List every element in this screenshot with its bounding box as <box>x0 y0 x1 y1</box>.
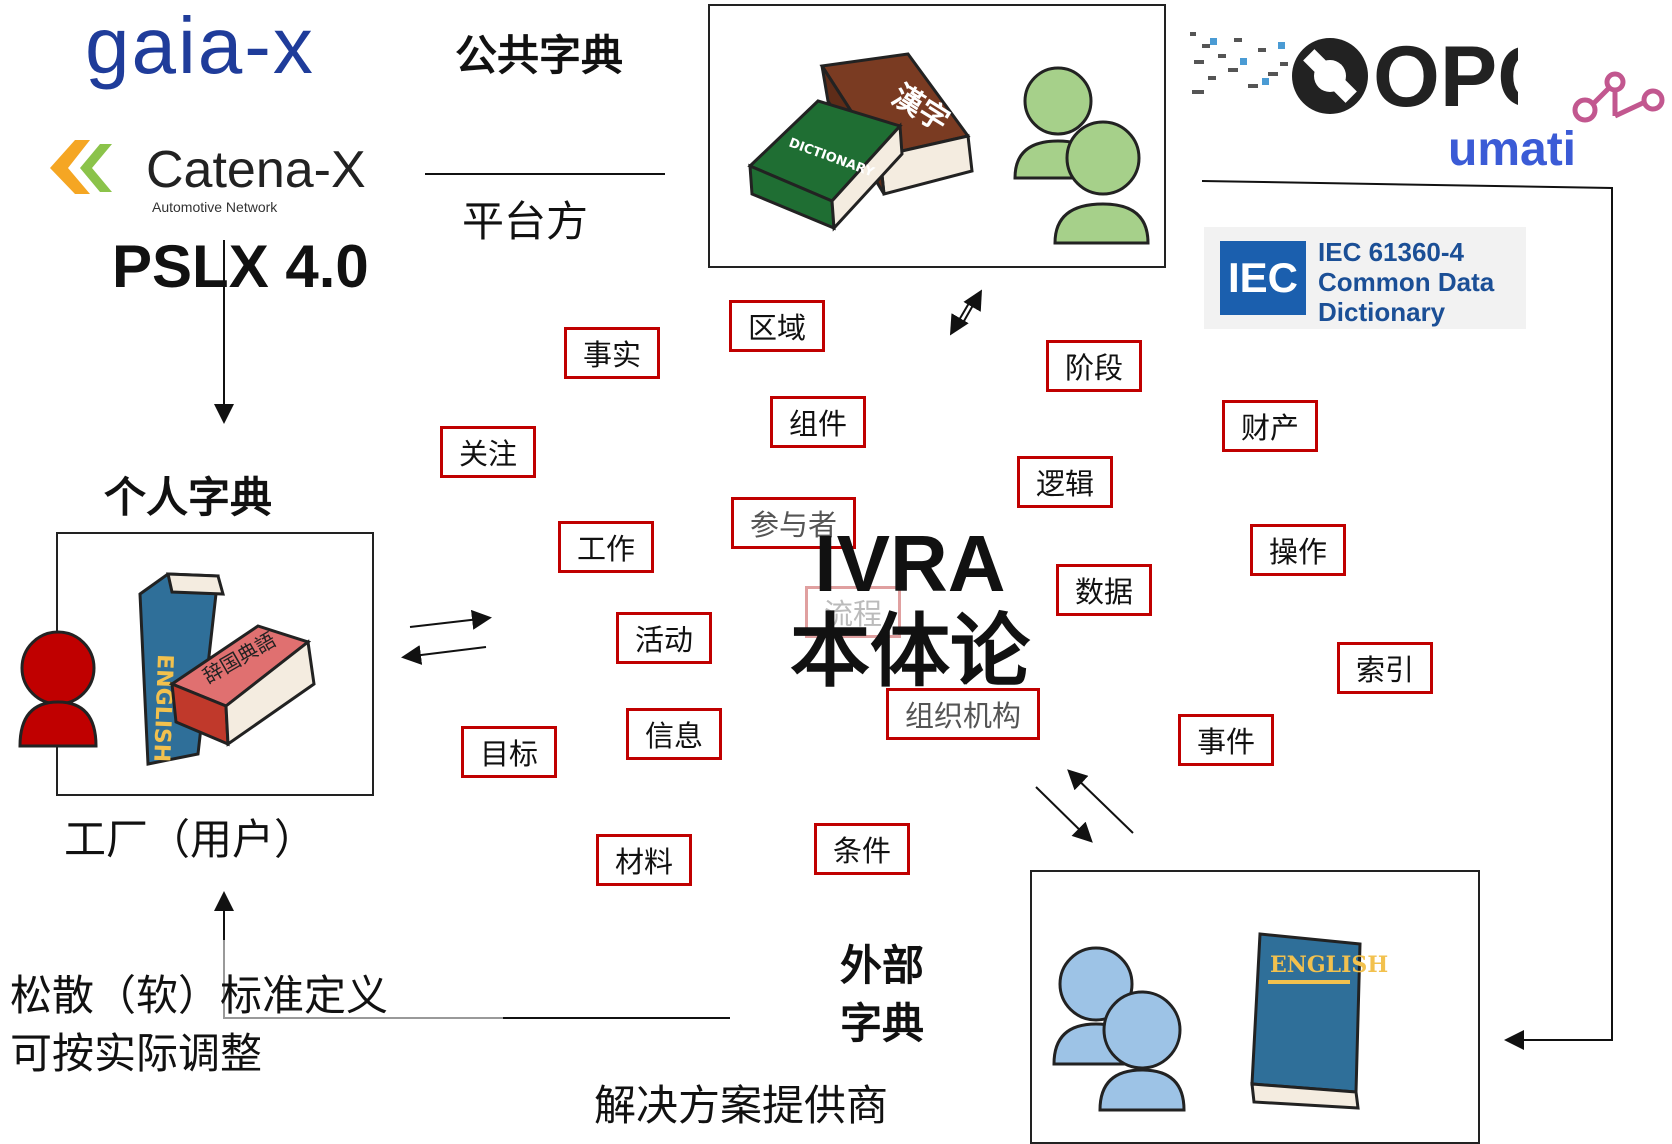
iec-logo: IEC IEC 61360-4 Common Data Dictionary <box>1204 227 1526 329</box>
term-tag: 区域 <box>729 300 826 352</box>
note-line2: 可按实际调整 <box>10 1029 263 1078</box>
svg-text:OPC: OPC <box>1373 29 1518 122</box>
term-tag: 信息 <box>626 708 723 760</box>
term-tag: 工作 <box>558 521 655 573</box>
term-tag: 阶段 <box>1046 340 1143 392</box>
provider-people-icon <box>1052 946 1186 1112</box>
public-dict-box: 漢字 DICTIONARY <box>708 4 1166 268</box>
external-dict-illustration: ENGLISH <box>1052 932 1388 1112</box>
pslx-logo: PSLX 4.0 <box>112 233 369 300</box>
umati-icon <box>1565 70 1665 130</box>
up-arrow <box>959 289 982 329</box>
ontology-title: IVRA 本体论 <box>780 520 1040 696</box>
term-tag: 操作 <box>1250 524 1347 576</box>
svg-text:ENGLISH: ENGLISH <box>1270 952 1388 978</box>
public-dict-caption: 平台方 <box>462 197 589 246</box>
external-dict-box: ENGLISH <box>1030 870 1480 1144</box>
left-arrow <box>401 645 487 665</box>
term-tag: 财产 <box>1222 400 1319 452</box>
term-tag: 逻辑 <box>1017 456 1114 508</box>
ci-dian-book-icon: 辞国典語 <box>168 624 316 747</box>
term-tag: 数据 <box>1056 564 1153 616</box>
gaia-x-logo: gaia-x <box>85 1 315 90</box>
platform-people-icon <box>1013 66 1150 245</box>
personal-dict-illustration: ENGLISH 辞国典語 <box>138 572 316 766</box>
term-tag: 活动 <box>616 612 713 664</box>
external-dict-title-line2: 字典 <box>840 999 925 1048</box>
up-left-arrow <box>1067 769 1134 834</box>
public-dict-illustration: 漢字 DICTIONARY <box>747 52 1150 245</box>
term-tag: 组织机构 <box>886 688 1041 740</box>
ontology-title-line1: IVRA <box>814 519 1006 608</box>
personal-dict-box: ENGLISH 辞国典語 <box>56 532 374 796</box>
term-tag: 流程 <box>805 586 902 638</box>
note-line1: 松散（软）标准定义 <box>10 971 389 1020</box>
term-tag: 事实 <box>564 327 661 379</box>
term-tag: 关注 <box>440 426 537 478</box>
term-tag: 组件 <box>770 396 867 448</box>
term-tag: 事件 <box>1178 714 1275 766</box>
external-dict-caption: 解决方案提供商 <box>594 1081 889 1130</box>
catena-x-subtitle: Automotive Network <box>152 199 278 215</box>
iec-line3: Dictionary <box>1318 297 1446 327</box>
right-arrow <box>409 609 492 630</box>
term-tag: 索引 <box>1337 642 1434 694</box>
down-right-arrow <box>1035 786 1093 843</box>
ontology-title-line2: 本体论 <box>790 607 1030 696</box>
term-tag: 条件 <box>814 823 911 875</box>
iec-line1: IEC 61360-4 <box>1318 237 1464 267</box>
iec-line2: Common Data <box>1318 267 1495 297</box>
user-person-icon <box>16 628 100 748</box>
dictionary-book-icon: DICTIONARY <box>747 99 904 232</box>
english-cover-book-icon: ENGLISH <box>1250 932 1388 1110</box>
catena-x-logo: Catena-X <box>146 141 366 199</box>
opc-logo: OPC <box>1188 18 1559 125</box>
svg-text:ENGLISH: ENGLISH <box>148 654 177 763</box>
term-tag: 目标 <box>461 726 558 778</box>
term-tag: 材料 <box>596 834 693 886</box>
catena-x-icon <box>40 128 120 208</box>
down-arrow <box>949 297 973 336</box>
public-dict-title: 公共字典 <box>455 31 624 80</box>
iec-mark: IEC <box>1220 241 1306 315</box>
external-dict-title-line1: 外部 <box>840 941 925 990</box>
personal-dict-title: 个人字典 <box>104 473 273 522</box>
personal-dict-caption: 工厂（用户） <box>64 815 317 864</box>
umati-logo: umati <box>1448 123 1577 176</box>
term-tag: 参与者 <box>731 497 857 549</box>
